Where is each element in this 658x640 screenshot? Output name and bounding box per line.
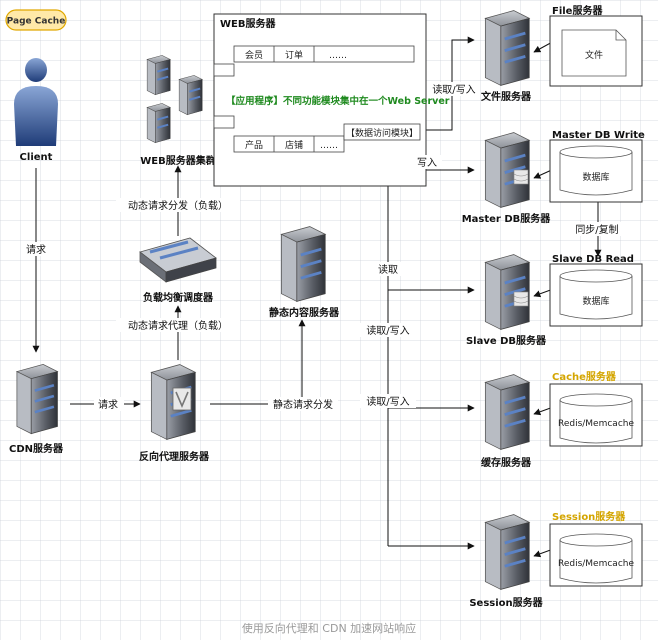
static-server-icon <box>279 225 327 303</box>
module-product: 产品 <box>245 139 263 151</box>
edge-proxy-static <box>210 319 306 405</box>
firewall-icon <box>172 387 192 411</box>
cache-server-label: 缓存服务器 <box>480 456 532 469</box>
session-store-box: Session服务器 Redis/Memcache <box>549 510 643 587</box>
session-server-icon <box>483 513 531 591</box>
edge-label-sync: 同步/复制 <box>575 223 618 236</box>
data-access-module: 【数据访问模块】 <box>346 127 418 139</box>
cache-server-node: 缓存服务器 <box>480 373 532 469</box>
file-server-node: 文件服务器 <box>481 9 532 103</box>
cdn-label: CDN服务器 <box>9 442 64 455</box>
web-cluster-server-icon-3 <box>146 102 172 144</box>
cache-store-title: Cache服务器 <box>552 370 617 383</box>
master-db-node: Master DB服务器 <box>462 131 552 225</box>
slave-store-box: Slave DB Read 数据库 <box>549 254 643 327</box>
file-store-title: File服务器 <box>552 4 603 17</box>
edge-label-static-dispatch: 静态请求分发 <box>273 398 333 411</box>
master-database-icon <box>559 145 633 196</box>
file-server-label: 文件服务器 <box>481 90 532 103</box>
cache-db-store-label: Redis/Memcache <box>558 419 635 429</box>
edge-label-rw-file: 读取/写入 <box>432 83 475 96</box>
reverse-proxy-node: 反向代理服务器 <box>139 363 210 463</box>
slave-store-title: Slave DB Read <box>552 254 634 265</box>
session-database-icon <box>559 533 633 584</box>
app-program-note: 【应用程序】不同功能模块集中在一个Web Server <box>226 95 450 107</box>
cache-database-icon <box>559 393 633 444</box>
session-server-label: Session服务器 <box>469 596 543 609</box>
file-server-icon <box>483 9 531 87</box>
load-balancer-node: 负载均衡调度器 <box>139 237 217 304</box>
slave-database-icon <box>559 269 633 320</box>
master-db-store-label: 数据库 <box>582 171 609 183</box>
web-cluster-node: WEB服务器集群 <box>140 54 216 167</box>
module-shop: 店铺 <box>285 139 303 151</box>
figure-caption: 使用反向代理和 CDN 加速网站响应 <box>242 621 416 635</box>
edge-label-dynamic-dispatch: 动态请求分发（负载） <box>128 199 228 212</box>
user-icon <box>14 58 58 146</box>
page-cache-badge: Page Cache <box>5 9 67 31</box>
module-order: 订单 <box>285 49 303 61</box>
module-more-top: …… <box>329 51 347 61</box>
page-cache-label: Page Cache <box>7 17 66 27</box>
session-server-node: Session服务器 <box>469 513 544 609</box>
switch-icon <box>139 237 217 283</box>
master-store-title: Master DB Write <box>552 130 645 141</box>
module-more-bottom: …… <box>320 141 338 151</box>
web-server-box: WEB服务器 会员 订单 …… 【应用程序】不同功能模块集中在一个Web Ser… <box>213 13 450 187</box>
master-store-box: Master DB Write 数据库 <box>549 130 645 203</box>
session-db-store-label: Redis/Memcache <box>558 559 635 569</box>
cdn-node: CDN服务器 <box>9 363 64 455</box>
document-icon <box>561 29 627 77</box>
edge-label-read-slave: 读取 <box>378 263 398 276</box>
cache-server-icon <box>483 373 531 451</box>
edge-label-cdn-request: 请求 <box>98 398 118 411</box>
static-server-node: 静态内容服务器 <box>269 225 340 319</box>
master-db-cylinder-icon <box>513 169 529 185</box>
static-server-label: 静态内容服务器 <box>269 306 340 319</box>
master-db-label: Master DB服务器 <box>462 212 552 225</box>
slave-db-node: Slave DB服务器 <box>466 253 547 347</box>
reverse-proxy-label: 反向代理服务器 <box>139 450 210 463</box>
cache-store-box: Cache服务器 Redis/Memcache <box>549 370 643 447</box>
edge-label-rw-mid: 读取/写入 <box>366 324 409 337</box>
slave-db-cylinder-icon <box>513 291 529 307</box>
edge-label-write-master: 写入 <box>417 157 437 169</box>
file-doc-label: 文件 <box>585 49 603 61</box>
web-cluster-label: WEB服务器集群 <box>140 154 215 167</box>
client-node: Client <box>14 58 58 163</box>
file-store-box: File服务器 文件 <box>549 4 643 87</box>
web-cluster-server-icon-1 <box>146 54 172 96</box>
web-cluster-server-icon-2 <box>178 74 204 116</box>
web-server-title: WEB服务器 <box>220 17 276 30</box>
load-balancer-label: 负载均衡调度器 <box>143 291 214 304</box>
client-label: Client <box>20 152 53 163</box>
session-store-title: Session服务器 <box>552 510 626 523</box>
edge-label-dynamic-proxy: 动态请求代理（负载） <box>128 319 228 332</box>
slave-db-store-label: 数据库 <box>582 295 609 307</box>
slave-db-label: Slave DB服务器 <box>466 334 547 347</box>
edge-label-client-request: 请求 <box>26 243 46 256</box>
cdn-server-icon <box>15 363 59 435</box>
edge-label-rw-cache: 读取/写入 <box>366 395 409 408</box>
module-member: 会员 <box>245 49 263 61</box>
